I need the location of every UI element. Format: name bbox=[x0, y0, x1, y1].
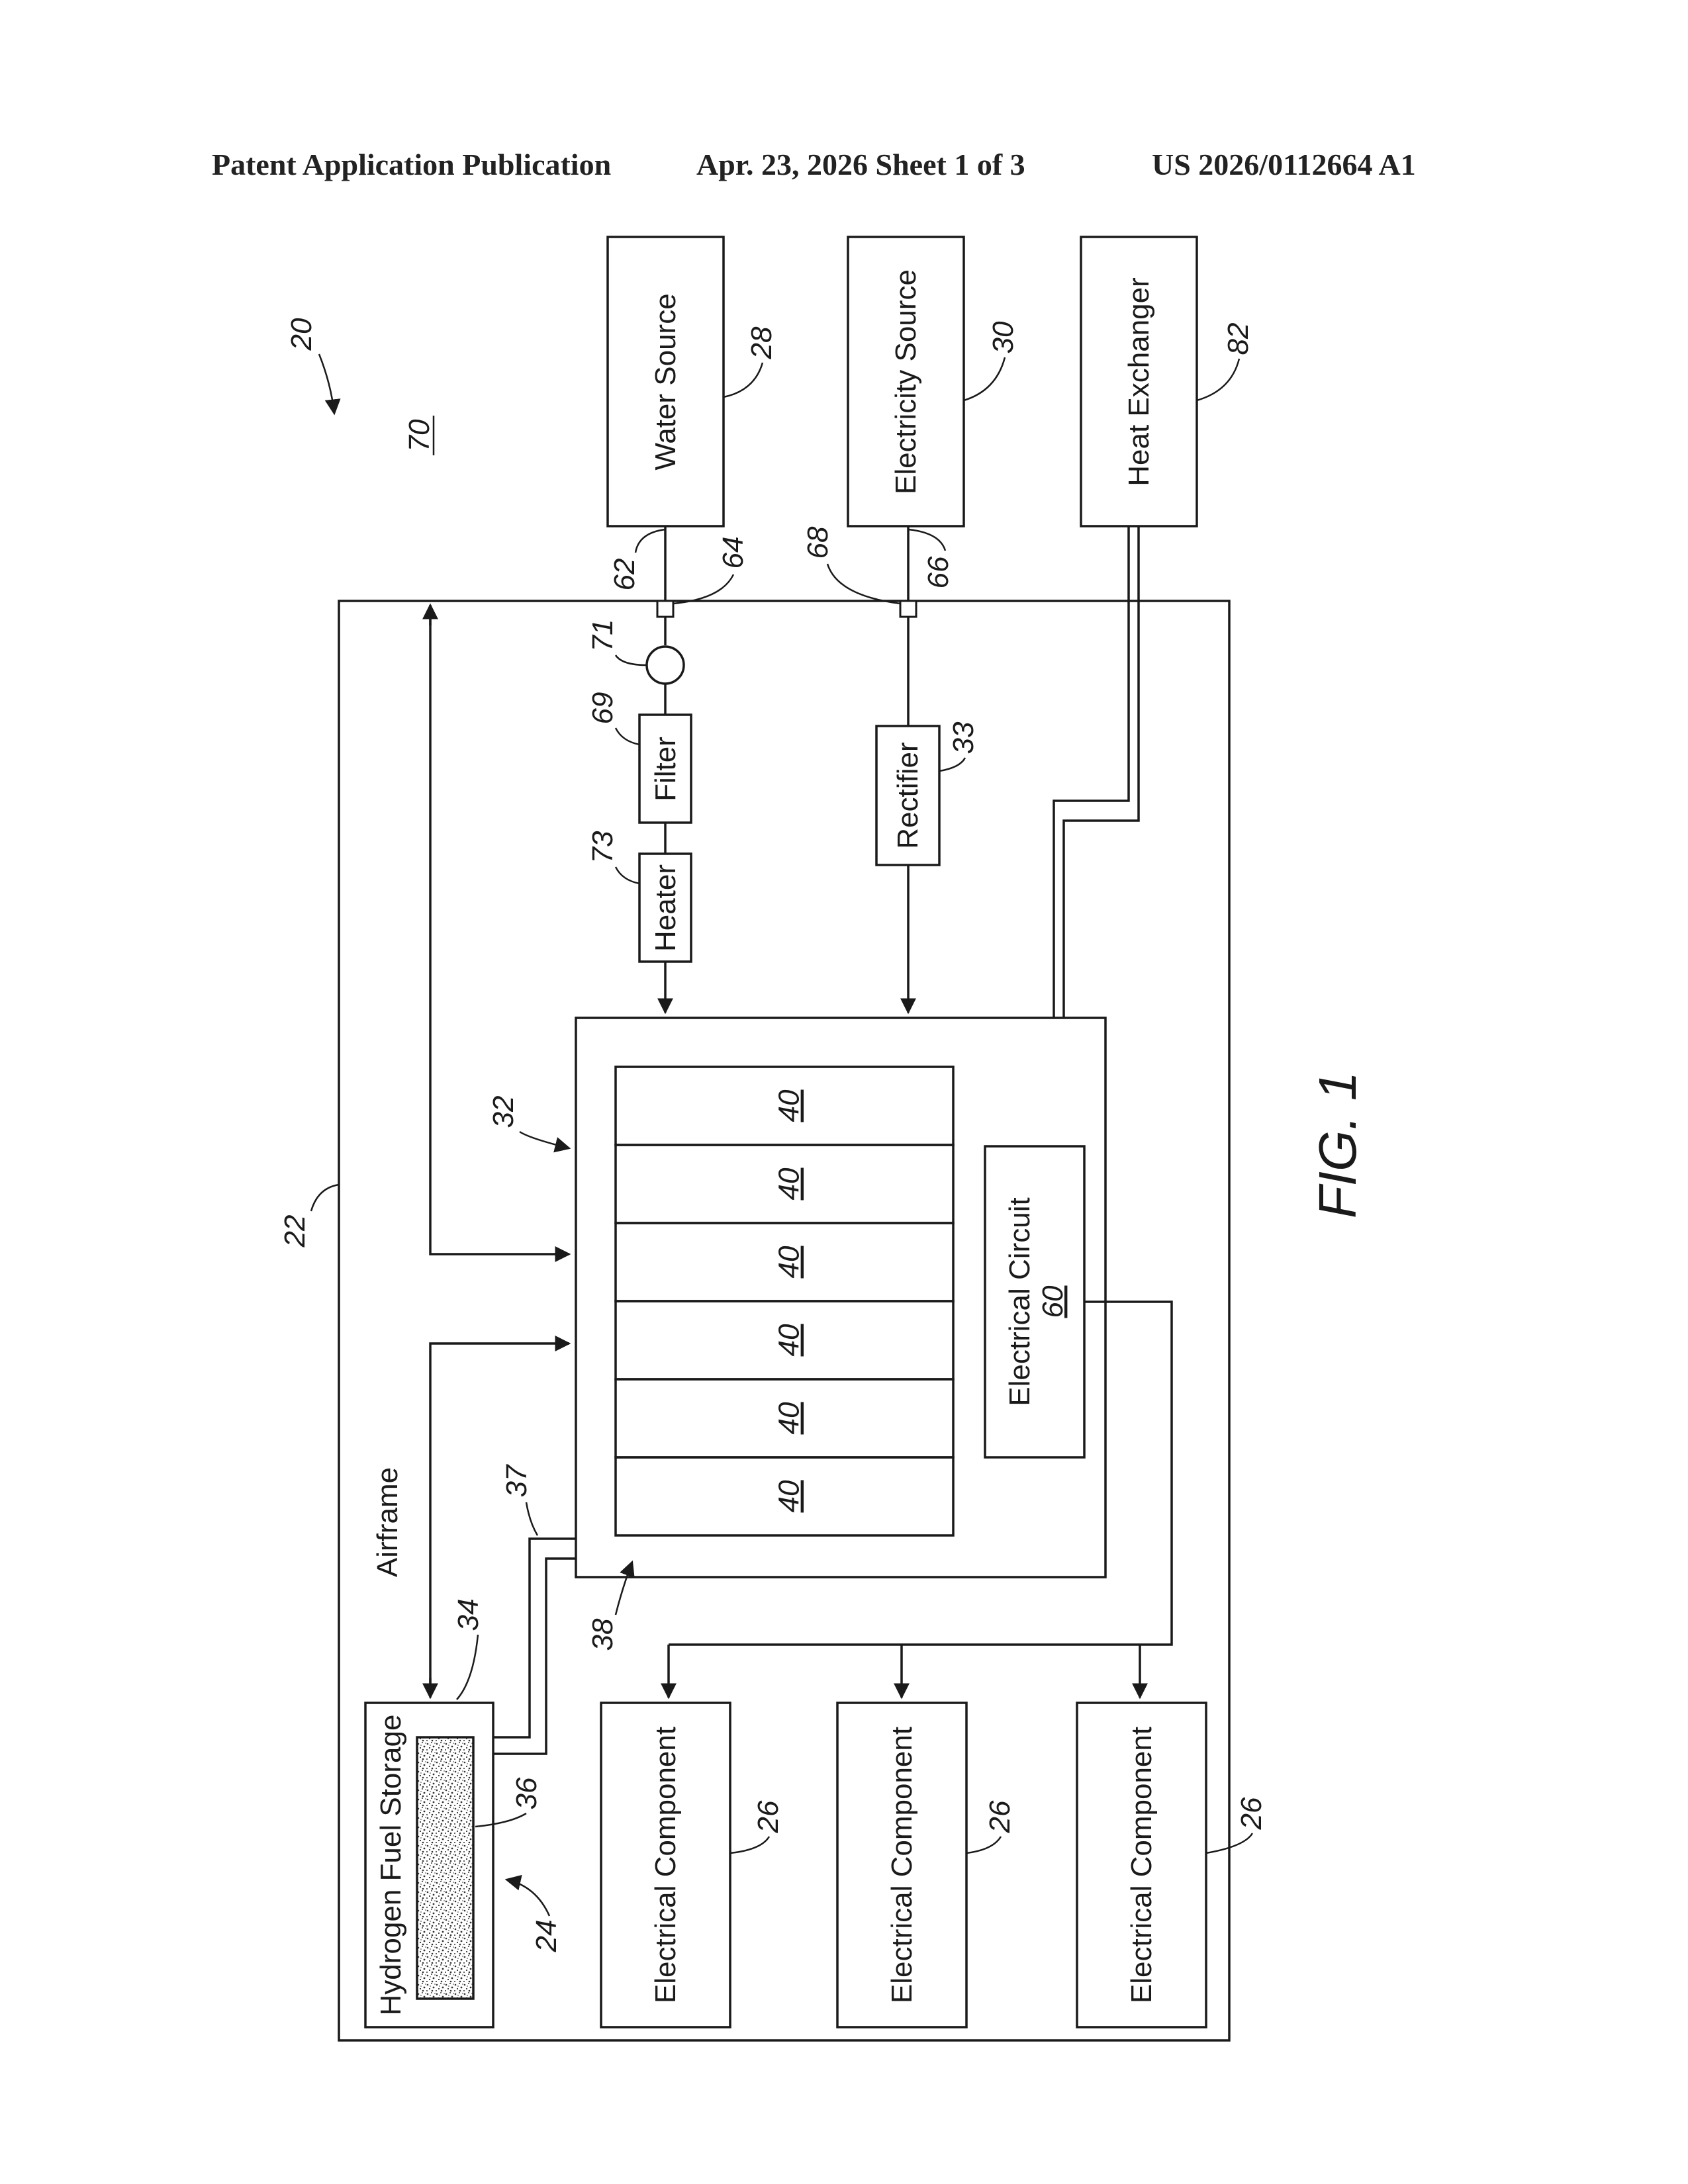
ref-power-port: 68 bbox=[802, 526, 834, 559]
cell-ref: 40 bbox=[773, 1402, 806, 1434]
ref-water-line: 62 bbox=[608, 559, 641, 591]
cell-ref: 40 bbox=[773, 1089, 806, 1122]
heater-label: Heater bbox=[649, 864, 682, 952]
ref-airframe: 22 bbox=[279, 1215, 311, 1248]
water-supply-line: Filter Heater bbox=[639, 526, 691, 1013]
ref-component: 26 bbox=[752, 1800, 784, 1833]
airframe-label: Airframe bbox=[371, 1467, 404, 1577]
hydrogen-fuel-storage-label: Hydrogen Fuel Storage bbox=[375, 1715, 407, 2016]
airframe-exchange-arrow bbox=[430, 605, 569, 1254]
electrical-component-label: Electrical Component bbox=[1125, 1727, 1158, 2003]
ref-heater: 73 bbox=[586, 831, 619, 863]
ref-filter: 69 bbox=[586, 692, 619, 725]
pump-symbol bbox=[647, 647, 684, 684]
water-source-box: Water Source bbox=[608, 237, 724, 526]
ref-rectifier: 33 bbox=[947, 721, 980, 754]
electrical-circuit-box: Electrical Circuit 60 bbox=[985, 1146, 1084, 1457]
circuit-ref: 60 bbox=[1037, 1285, 1069, 1318]
cell-ref: 40 bbox=[773, 1246, 806, 1278]
cell-ref: 40 bbox=[773, 1324, 806, 1356]
ref-component: 26 bbox=[984, 1800, 1016, 1833]
electrical-component-box: Electrical Component bbox=[837, 1703, 966, 2027]
rectifier-label: Rectifier bbox=[892, 742, 924, 848]
ref-media: 36 bbox=[510, 1777, 543, 1809]
filter-label: Filter bbox=[649, 737, 682, 801]
ref-water-port: 64 bbox=[717, 537, 749, 569]
reference-numerals: 20 70 28 30 82 62 64 68 66 71 69 73 33 3… bbox=[279, 318, 1268, 1952]
electrical-circuit-label: Electrical Circuit bbox=[1004, 1197, 1036, 1406]
cell-ref: 40 bbox=[773, 1480, 806, 1512]
ref-conduit: 37 bbox=[500, 1464, 533, 1497]
ref-system: 20 bbox=[285, 318, 318, 351]
electrical-component-label: Electrical Component bbox=[649, 1727, 682, 2003]
storage-media bbox=[417, 1737, 473, 1999]
ref-heat-exchanger: 82 bbox=[1222, 323, 1254, 355]
hydrogen-fuel-storage-box: Hydrogen Fuel Storage bbox=[365, 1703, 493, 2027]
ref-pump: 71 bbox=[586, 619, 619, 652]
ref-water-source: 28 bbox=[745, 326, 778, 359]
storage-exchange-arrow bbox=[430, 1343, 569, 1698]
ref-electricity-source: 30 bbox=[987, 321, 1019, 353]
electricity-source-label: Electricity Source bbox=[890, 269, 922, 494]
electrical-component-label: Electrical Component bbox=[886, 1727, 918, 2003]
electrical-component-box: Electrical Component bbox=[1077, 1703, 1206, 2027]
cell-ref: 40 bbox=[773, 1167, 806, 1200]
electricity-source-box: Electricity Source bbox=[848, 237, 964, 526]
ref-environment: 70 bbox=[403, 419, 436, 451]
water-source-label: Water Source bbox=[649, 293, 682, 470]
water-port bbox=[657, 601, 673, 617]
electricity-port bbox=[900, 601, 916, 617]
electrical-component-box: Electrical Component bbox=[601, 1703, 730, 2027]
heat-exchanger-box: Heat Exchanger bbox=[1081, 237, 1197, 526]
ref-electrolyzer: 32 bbox=[487, 1096, 520, 1128]
heat-exchanger-label: Heat Exchanger bbox=[1123, 277, 1155, 486]
ref-stack: 38 bbox=[586, 1618, 619, 1651]
figure-label: FIG. 1 bbox=[1308, 1071, 1367, 1218]
electricity-supply-line: Rectifier bbox=[876, 526, 939, 1013]
ref-storage-assembly: 24 bbox=[530, 1920, 563, 1953]
hydrogen-conduit bbox=[493, 1539, 576, 1754]
ref-component: 26 bbox=[1235, 1797, 1268, 1830]
component-power-bus bbox=[669, 1302, 1172, 1698]
ref-hydrogen-fuel-storage: 34 bbox=[452, 1599, 485, 1631]
cell-stack: 40 40 40 40 40 40 bbox=[616, 1067, 953, 1535]
ref-power-line: 66 bbox=[922, 556, 955, 588]
